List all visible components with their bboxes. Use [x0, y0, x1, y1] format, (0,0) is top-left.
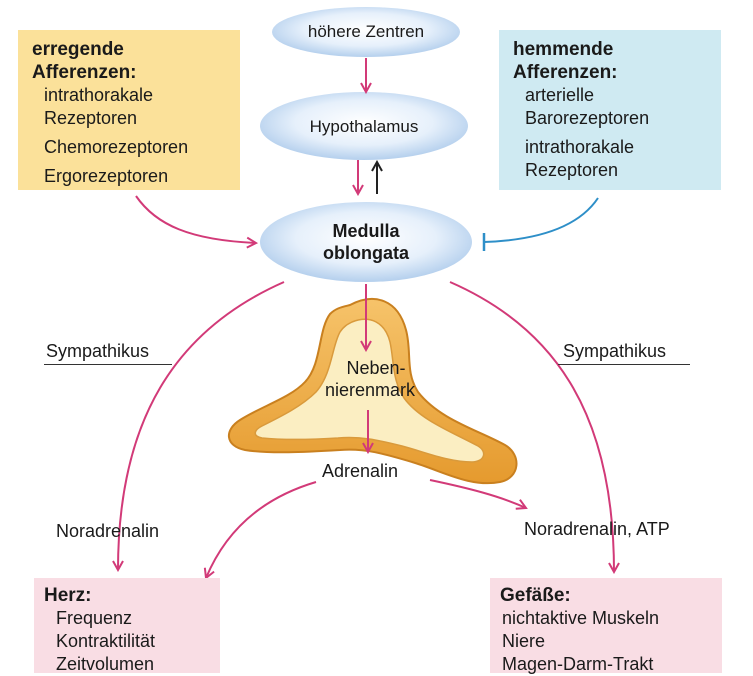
excitatory-item: Ergorezeptoren [32, 165, 240, 188]
sympathikus-right-rule [558, 364, 690, 365]
heart-effector-box: Herz: Frequenz Kontraktilität Zeitvolume… [34, 578, 220, 673]
inhibitory-afferents-box: hemmende Afferenzen: arterielle Baroreze… [499, 30, 721, 190]
vessels-item: nichtaktive Muskeln [500, 607, 722, 630]
adrenal-label-line2: nierenmark [300, 379, 440, 401]
inhibitory-title-1: hemmende [513, 38, 721, 61]
vessels-effector-box: Gefäße: nichtaktive Muskeln Niere Magen-… [490, 578, 722, 673]
excitatory-item: Rezeptoren [32, 107, 240, 130]
sympathikus-right-label: Sympathikus [563, 340, 666, 362]
heart-item: Kontraktilität [44, 630, 220, 653]
vessels-title: Gefäße: [500, 584, 722, 607]
inhibitory-item: arterielle [513, 84, 721, 107]
arrow-adrenalin-to-vessels [430, 480, 526, 508]
inhibitory-item: Rezeptoren [513, 159, 721, 182]
excitatory-afferents-box: erregende Afferenzen: intrathorakale Rez… [18, 30, 240, 190]
hypothalamus-label: Hypothalamus [262, 116, 466, 137]
adrenal-label-line1: Neben- [300, 357, 440, 379]
arrow-inhibitory-to-medulla [484, 198, 598, 242]
excitatory-title-2: Afferenzen: [32, 61, 240, 84]
adrenal-label: Neben- nierenmark [300, 357, 440, 401]
heart-title: Herz: [44, 584, 220, 607]
sympathikus-left-label: Sympathikus [46, 340, 149, 362]
inhibitory-item: intrathorakale [513, 136, 721, 159]
medulla-label-line1: Medulla [262, 220, 470, 242]
medulla-label: Medulla oblongata [262, 220, 470, 264]
excitatory-item: intrathorakale [32, 84, 240, 107]
adrenalin-label: Adrenalin [322, 460, 398, 482]
inhibitory-item: Barorezeptoren [513, 107, 721, 130]
sympathikus-left-rule [44, 364, 172, 365]
excitatory-title-1: erregende [32, 38, 240, 61]
noradrenalin-left-label: Noradrenalin [56, 520, 159, 542]
arrow-excitatory-to-medulla [136, 196, 256, 243]
excitatory-item: Chemorezeptoren [32, 136, 240, 159]
medulla-label-line2: oblongata [262, 242, 470, 264]
arrow-adrenalin-to-heart [206, 482, 316, 578]
vessels-item: Niere [500, 630, 722, 653]
inhibitory-title-2: Afferenzen: [513, 61, 721, 84]
heart-item: Frequenz [44, 607, 220, 630]
hoehere-zentren-label: höhere Zentren [272, 21, 460, 42]
noradrenalin-right-label: Noradrenalin, ATP [524, 518, 670, 540]
